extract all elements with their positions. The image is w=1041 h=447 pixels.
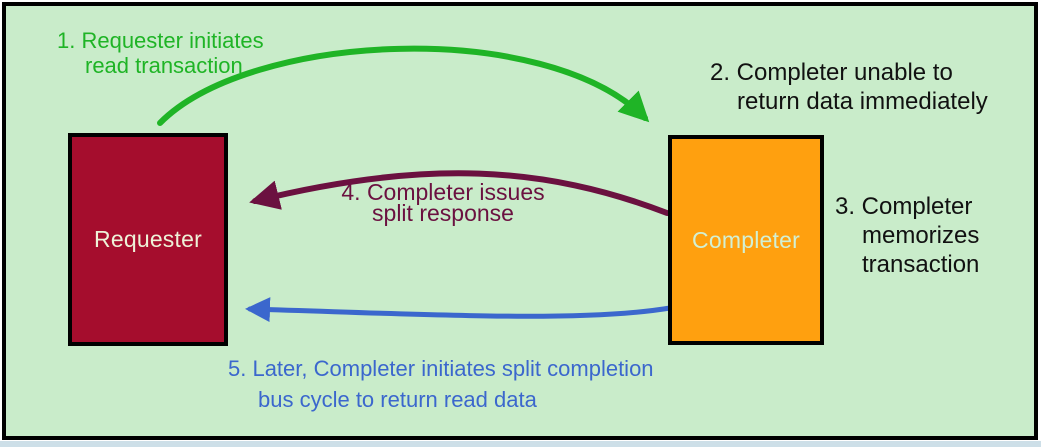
annotation-step1: 1. Requester initiates read transaction — [57, 28, 264, 78]
annotation-step3-line1: 3. Completer — [835, 193, 973, 220]
annotation-step5: 5. Later, Completer initiates split comp… — [228, 353, 654, 415]
annotation-step2-line2: return data immediately — [737, 88, 988, 115]
annotation-step2-line1: 2. Completer unable to — [710, 59, 953, 86]
annotation-step1-line1: 1. Requester initiates — [57, 28, 264, 53]
annotation-step4-line1: 4. Completer issues — [341, 179, 545, 205]
annotation-step3-line3: transaction — [862, 251, 980, 278]
annotation-step5-line1: 5. Later, Completer initiates split comp… — [228, 356, 654, 381]
annotation-step4-line2: split response — [372, 200, 514, 226]
completer-box: Completer — [668, 135, 824, 345]
annotation-step3-line2: memorizes — [862, 222, 980, 249]
annotation-step2: 2. Completer unable to return data immed… — [710, 58, 988, 116]
annotation-step5-line2: bus cycle to return read data — [258, 387, 537, 412]
bottom-strip — [0, 441, 1041, 447]
annotation-step3: 3. Completer memorizes transaction — [835, 192, 979, 279]
completer-label: Completer — [692, 226, 800, 253]
requester-label: Requester — [94, 226, 202, 252]
requester-box: Requester — [68, 133, 228, 346]
annotation-step1-line2: read transaction — [85, 53, 243, 78]
annotation-step4: 4. Completer issues split response — [310, 179, 576, 226]
